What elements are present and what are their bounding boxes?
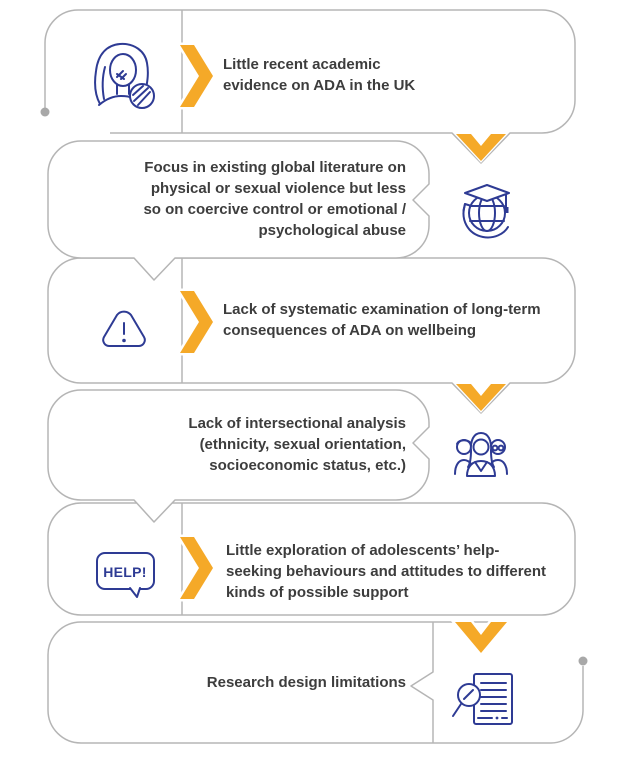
- chevron-down-icon: [453, 132, 509, 163]
- warning-triangle-icon: [102, 310, 146, 347]
- start-dot: [40, 107, 50, 117]
- help-bubble-label: HELP!: [103, 564, 147, 580]
- step-3-text: Lack of systematic examination of long-t…: [223, 301, 541, 339]
- end-dot: [578, 656, 588, 666]
- step-4-text: Lack of intersectional analysis (ethnici…: [188, 415, 406, 474]
- diverse-group-icon: [454, 432, 508, 477]
- step-5-bubble: [47, 502, 576, 616]
- step-6-bubble: [47, 621, 584, 744]
- chevron-down-icon: [453, 382, 509, 413]
- step-6-text: Research design limitations: [206, 674, 406, 691]
- document-search-icon: [452, 673, 513, 725]
- chevron-right-icon: [175, 534, 216, 602]
- step-4-bubble: [47, 389, 430, 523]
- chevron-down-icon: [449, 619, 513, 657]
- step-1-bubble: [44, 9, 576, 164]
- step-1-text: Little recent academic evidence on ADA i…: [223, 56, 416, 94]
- chevron-right-icon: [175, 42, 216, 110]
- step-5-text: Little exploration of adolescents’ help-…: [226, 542, 547, 601]
- step-3-bubble: [47, 257, 576, 414]
- step-2-text: Focus in existing global literature on p…: [143, 159, 406, 239]
- global-education-icon: [462, 184, 510, 239]
- help-speech-bubble-icon: HELP!: [96, 552, 155, 598]
- step-2-bubble: [47, 140, 430, 281]
- woman-silenced-icon: [94, 42, 155, 109]
- chevron-right-icon: [175, 288, 216, 356]
- step-6-divider-notch: [410, 622, 434, 743]
